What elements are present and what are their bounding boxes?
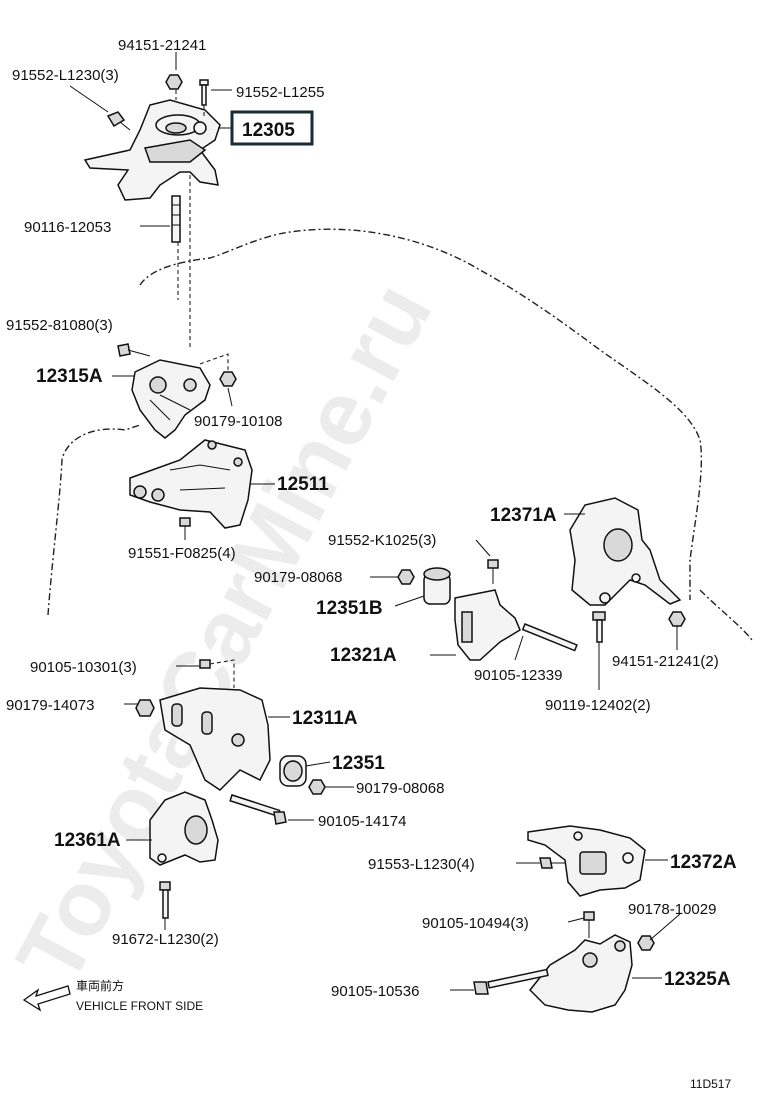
- bracket-12372A[interactable]: [527, 825, 646, 897]
- part-label[interactable]: 12351B: [316, 598, 383, 619]
- part-label[interactable]: 94151-21241(2): [612, 653, 719, 670]
- part-label[interactable]: 91552-K1025(3): [328, 532, 436, 549]
- bracket-12321A[interactable]: [454, 589, 521, 661]
- part-label[interactable]: 12361A: [54, 830, 121, 851]
- bolt-icon: [592, 611, 606, 643]
- part-label[interactable]: 91551-F0825(4): [128, 545, 236, 562]
- leader-line: [564, 513, 678, 690]
- part-label[interactable]: 12325A: [664, 969, 731, 990]
- part-label[interactable]: 90179-08068: [254, 569, 342, 586]
- part-label[interactable]: 12371A: [490, 505, 557, 526]
- diagram-code: 11D517: [690, 1077, 731, 1091]
- direction-label-jp: 車両前方: [76, 978, 124, 993]
- leader-line: [112, 375, 233, 407]
- part-label[interactable]: 91552-L1230(3): [12, 67, 119, 84]
- part-label[interactable]: 91672-L1230(2): [112, 931, 219, 948]
- front-direction-arrow-icon: [22, 985, 71, 1012]
- part-label[interactable]: 12315A: [36, 366, 103, 387]
- part-label[interactable]: 90119-12402(2): [545, 697, 651, 714]
- nut-icon: [135, 699, 155, 717]
- nut-icon: [219, 371, 237, 387]
- alignment-line: [199, 353, 229, 370]
- part-label[interactable]: 90178-10029: [628, 901, 716, 918]
- part-label-12305[interactable]: 12305: [242, 120, 295, 141]
- part-label[interactable]: 94151-21241: [118, 37, 206, 54]
- leader-line: [69, 52, 232, 227]
- part-label[interactable]: 12511: [277, 474, 329, 495]
- nut-icon: [308, 779, 326, 795]
- bracket-12325A[interactable]: [528, 934, 633, 1013]
- bracket-12511[interactable]: [129, 439, 253, 529]
- part-label[interactable]: 12372A: [670, 852, 737, 873]
- bolt-icon: [539, 857, 566, 869]
- stud-icon: [171, 195, 181, 243]
- bolt-icon: [199, 659, 211, 669]
- part-label[interactable]: 90179-14073: [6, 697, 94, 714]
- part-label[interactable]: 90179-10108: [194, 413, 282, 430]
- part-label[interactable]: 90105-10536: [331, 983, 419, 1000]
- part-label[interactable]: 91552-L1255: [236, 84, 324, 101]
- bolt-icon: [583, 911, 595, 938]
- part-label[interactable]: 91552-81080(3): [6, 317, 113, 334]
- part-label[interactable]: 90105-14174: [318, 813, 406, 830]
- nut-icon: [165, 74, 183, 90]
- leader-line: [124, 665, 354, 821]
- bracket-12311A[interactable]: [159, 687, 271, 791]
- part-label[interactable]: 90179-08068: [356, 780, 444, 797]
- leader-line: [370, 539, 524, 661]
- nut-icon: [668, 611, 686, 627]
- leader-line: [450, 859, 681, 991]
- part-label[interactable]: 90105-10494(3): [422, 915, 529, 932]
- bolt-icon: [199, 79, 209, 106]
- part-label[interactable]: 12311A: [292, 708, 358, 729]
- bolt-icon: [229, 794, 287, 825]
- bolt-icon: [117, 343, 151, 357]
- part-label[interactable]: 90116-12053: [24, 219, 111, 236]
- engine-mount-12305[interactable]: [83, 99, 221, 201]
- alignment-line: [209, 659, 235, 688]
- part-label[interactable]: 90105-10301(3): [30, 659, 137, 676]
- direction-label-en: VEHICLE FRONT SIDE: [76, 999, 203, 1013]
- bolt-icon: [487, 559, 499, 584]
- insulator-12351B[interactable]: [423, 567, 451, 605]
- bracket-12315A[interactable]: [131, 359, 211, 439]
- nut-icon: [397, 569, 415, 585]
- insulator-12351[interactable]: [279, 755, 307, 787]
- engine-mount-12371A[interactable]: [569, 497, 682, 606]
- part-label[interactable]: 91553-L1230(4): [368, 856, 475, 873]
- bolt-icon: [521, 623, 578, 652]
- part-label[interactable]: 12351: [332, 753, 385, 774]
- part-label[interactable]: 12321A: [330, 645, 397, 666]
- engine-mount-12361A[interactable]: [149, 791, 219, 866]
- leader-line: [126, 839, 166, 930]
- bolt-icon: [179, 517, 191, 540]
- highlight-box[interactable]: [230, 110, 314, 146]
- bolt-icon: [473, 968, 549, 995]
- part-label[interactable]: 90105-12339: [474, 667, 562, 684]
- bolt-icon: [106, 111, 131, 131]
- bolt-icon: [159, 881, 171, 919]
- vehicle-body-outline: [47, 228, 753, 641]
